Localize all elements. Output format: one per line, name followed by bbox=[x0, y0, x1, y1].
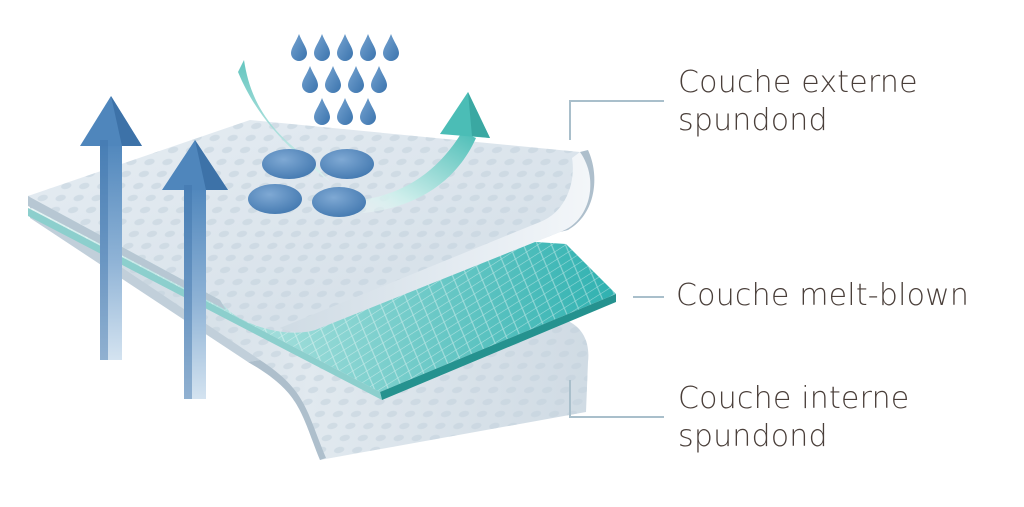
water-droplet-icon bbox=[325, 66, 341, 93]
water-droplet-icon bbox=[360, 98, 376, 125]
label-meltblown: Couche melt-blown bbox=[676, 277, 969, 315]
droplet-blob-icon bbox=[248, 149, 374, 217]
water-droplet-icon bbox=[360, 34, 376, 61]
water-droplets-group bbox=[291, 34, 399, 125]
label-outer-line1: Couche externe bbox=[678, 65, 918, 100]
water-droplet-icon bbox=[291, 34, 307, 61]
water-droplet-icon bbox=[302, 66, 318, 93]
label-inner-line2: spundond bbox=[678, 419, 828, 454]
water-droplet-icon bbox=[314, 34, 330, 61]
leader-line-outer bbox=[569, 100, 664, 140]
water-droplet-icon bbox=[314, 98, 330, 125]
label-inner-spunbond: Couche interne spundond bbox=[678, 380, 909, 456]
label-inner-line1: Couche interne bbox=[678, 381, 910, 416]
leader-lines bbox=[569, 100, 664, 418]
upward-vapor-arrow-icon bbox=[162, 140, 228, 399]
water-droplet-icon bbox=[337, 34, 353, 61]
water-droplet-icon bbox=[383, 34, 399, 61]
water-droplet-icon bbox=[337, 98, 353, 125]
label-outer-line2: spundond bbox=[678, 103, 828, 138]
label-outer-spunbond: Couche externe spundond bbox=[678, 64, 918, 140]
label-melt-line1: Couche melt-blown bbox=[676, 278, 970, 313]
upward-vapor-arrow-icon bbox=[80, 96, 142, 360]
water-droplet-icon bbox=[348, 66, 364, 93]
leader-line-inner bbox=[569, 380, 664, 418]
water-droplet-icon bbox=[371, 66, 387, 93]
